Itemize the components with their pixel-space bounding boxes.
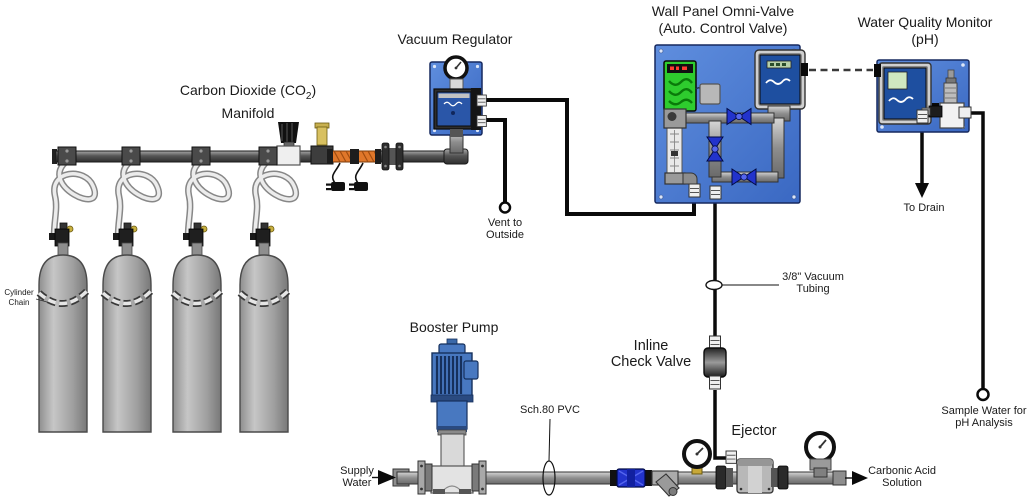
junction-box	[699, 83, 721, 105]
vacuum-outlet-fitting	[709, 185, 722, 200]
co2-cylinder-2	[103, 147, 159, 432]
booster-pump	[417, 338, 487, 495]
pressure-gauge-outlet	[804, 431, 836, 478]
label-inline-check-valve: Inline Check Valve	[610, 338, 692, 370]
gas-inlet-fitting	[688, 183, 701, 198]
label-vacuum-tubing: 3/8" Vacuum Tubing	[782, 271, 844, 295]
gas-outlet-port	[476, 94, 487, 107]
flowmeter	[663, 108, 698, 185]
ejector	[715, 450, 789, 494]
signal-tab	[801, 63, 808, 76]
label-supply-water: Supply Water	[340, 465, 374, 489]
brand-logo	[765, 78, 791, 85]
regulator-stem	[450, 129, 463, 137]
label-wall-panel: Wall Panel Omni-Valve (Auto. Control Val…	[651, 3, 795, 36]
ph-controller	[874, 62, 932, 125]
heated-flex-hose	[327, 149, 381, 164]
union-flange	[381, 142, 404, 171]
power-plugs	[326, 162, 368, 191]
inline-check-valve	[703, 335, 727, 390]
label-vacuum-regulator: Vacuum Regulator	[397, 31, 513, 47]
label-sch80-pvc: Sch.80 PVC	[520, 404, 580, 416]
ph-sensor-assembly	[916, 69, 972, 129]
drain-line	[915, 123, 929, 198]
pressure-regulator	[276, 122, 301, 166]
sch80-callout	[542, 418, 556, 496]
co2-cylinder-4	[240, 147, 296, 432]
label-to-drain: To Drain	[903, 202, 945, 214]
regulator-body	[433, 88, 481, 130]
omni-valve-controller	[754, 49, 808, 110]
label-ejector: Ejector	[731, 423, 777, 439]
indicator-module	[663, 60, 697, 112]
tubing-callout	[705, 279, 779, 291]
supply-ball-valve	[610, 468, 652, 488]
vacuum-tubing-line	[713, 198, 726, 460]
carbonic-acid-arrow	[845, 471, 868, 485]
cylinder-chain-leader	[35, 298, 48, 303]
water-quality-monitor-panel	[874, 59, 972, 133]
supply-water-arrow	[372, 470, 396, 485]
vent-line	[486, 118, 512, 214]
vent-port	[476, 115, 487, 127]
label-sample-water: Sample Water for pH Analysis	[941, 405, 1027, 429]
label-vent-outside: Vent to Outside	[486, 217, 524, 241]
label-booster-pump: Booster Pump	[409, 319, 499, 335]
signal-tab	[874, 64, 881, 77]
vacuum-gauge	[443, 55, 469, 81]
brand-logo	[888, 96, 914, 103]
y-strainer	[651, 470, 680, 497]
pressure-gauge-inlet	[682, 439, 712, 475]
wall-panel-omni-valve	[654, 44, 808, 204]
label-water-quality: Water Quality Monitor (pH)	[857, 14, 993, 47]
sample-inlet-fitting	[958, 106, 972, 119]
co2-cylinder-1	[39, 147, 95, 432]
drain-fitting	[916, 109, 929, 124]
vacuum-inlet-fitting	[725, 450, 737, 464]
label-carbonic-acid: Carbonic Acid Solution	[868, 465, 936, 489]
sample-water-line	[969, 111, 990, 402]
co2-cylinder-3	[173, 147, 229, 432]
manifold-pipe	[52, 130, 469, 165]
vacuum-regulator-panel	[429, 55, 487, 137]
co2-gas-line	[486, 98, 696, 216]
label-co2-manifold: Carbon Dioxide (CO2) Manifold	[179, 82, 317, 121]
label-cylinder-chain: Cylinder Chain	[4, 288, 34, 307]
